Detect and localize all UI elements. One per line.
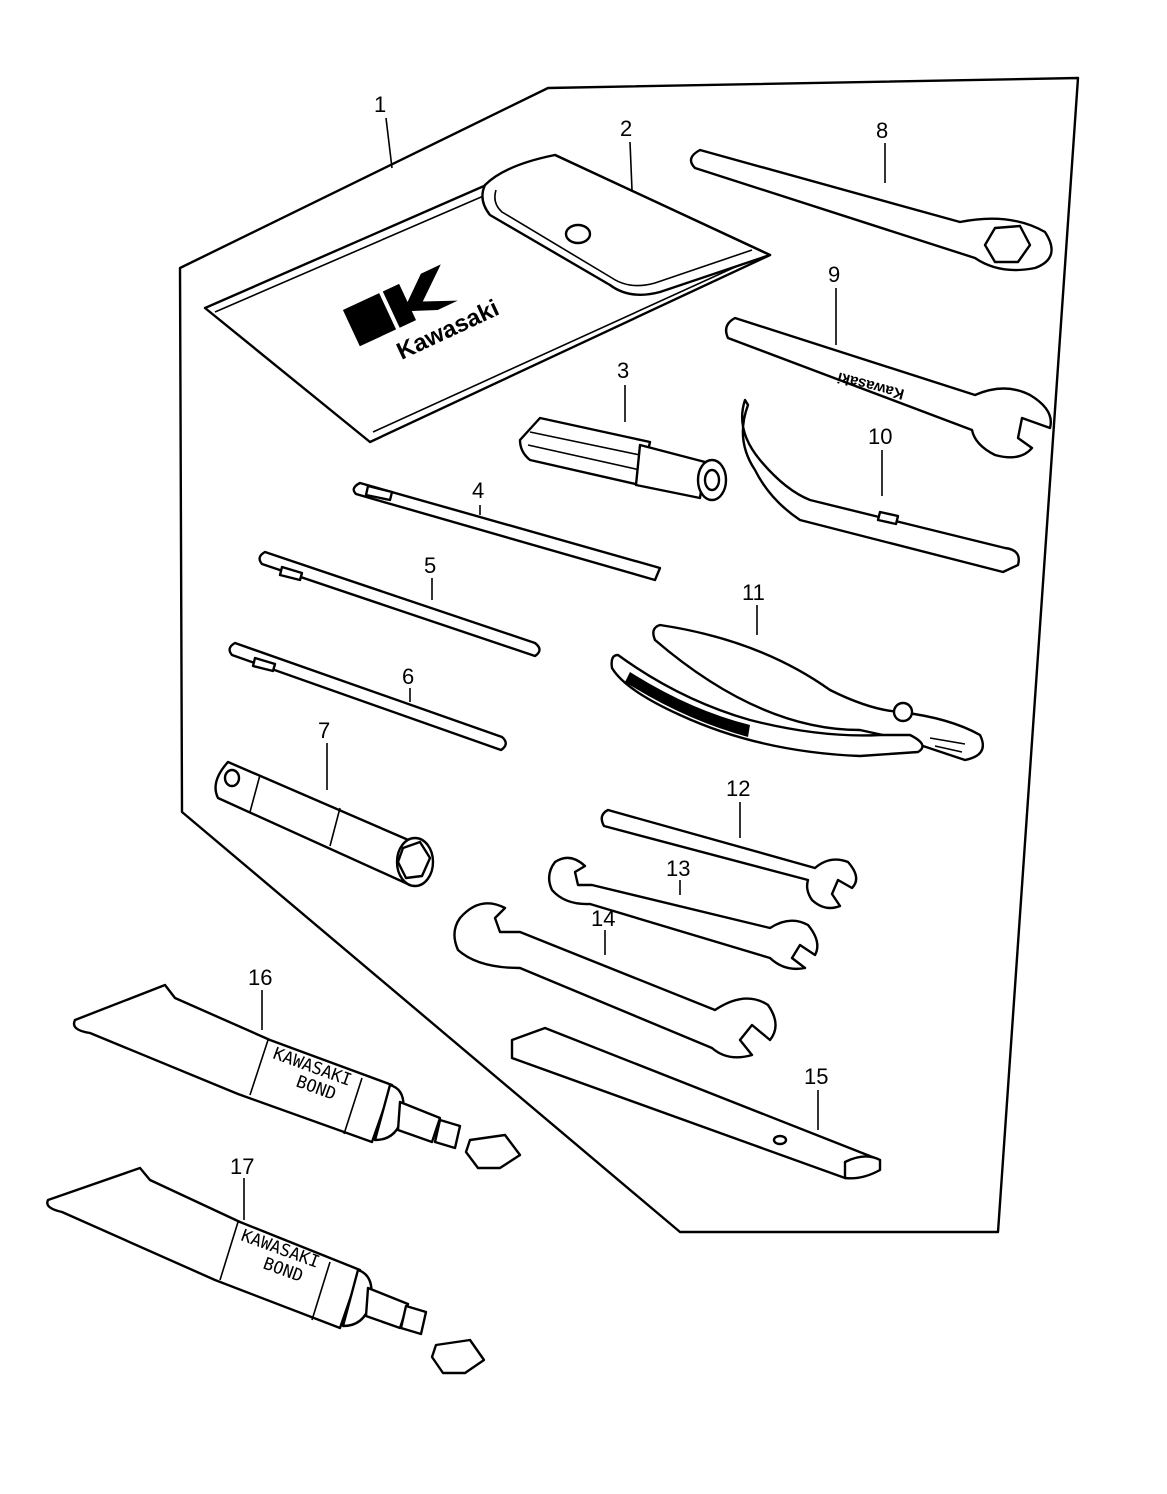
bond-tube-lower: KAWASAKI BOND xyxy=(46,1166,486,1375)
bond-tube-upper: KAWASAKI BOND xyxy=(72,983,522,1170)
callout-12: 12 xyxy=(726,776,750,801)
callout-15: 15 xyxy=(804,1064,828,1089)
tool-pouch: Kawasaki xyxy=(203,153,772,444)
double-open-end-wrench-b xyxy=(453,902,777,1059)
box-wrench xyxy=(689,148,1053,272)
double-open-end-wrench-a xyxy=(547,856,819,971)
callout-10: 10 xyxy=(868,424,892,449)
callout-5: 5 xyxy=(424,553,436,578)
callout-16: 16 xyxy=(248,965,272,990)
screwdriver-shaft-flat xyxy=(352,481,662,582)
callout-1: 1 xyxy=(374,92,386,117)
kit-boundary-outline xyxy=(178,76,1080,1234)
pliers xyxy=(610,623,985,762)
callout-7: 7 xyxy=(318,718,330,743)
callout-13: 13 xyxy=(666,856,690,881)
callout-9: 9 xyxy=(828,262,840,287)
callout-8: 8 xyxy=(876,118,888,143)
callout-2: 2 xyxy=(620,116,632,141)
open-end-wrench-small xyxy=(600,808,858,910)
callout-14: 14 xyxy=(591,906,615,931)
callout-6: 6 xyxy=(402,664,414,689)
callout-11: 11 xyxy=(742,580,765,605)
callout-4: 4 xyxy=(472,478,484,503)
callout-17: 17 xyxy=(230,1154,254,1179)
hook-spanner xyxy=(741,398,1020,574)
screwdriver-handle xyxy=(518,416,728,502)
screwdriver-shaft-phillips-a xyxy=(258,550,541,658)
screwdriver-shaft-phillips-b xyxy=(228,641,507,752)
leader-lines xyxy=(243,117,886,1220)
extension-handle xyxy=(510,1026,882,1180)
callout-3: 3 xyxy=(617,358,629,383)
callout-numbers: 1 2 3 4 5 6 7 8 9 10 11 12 13 14 15 16 1… xyxy=(230,92,892,1179)
spark-plug-socket xyxy=(214,760,435,888)
